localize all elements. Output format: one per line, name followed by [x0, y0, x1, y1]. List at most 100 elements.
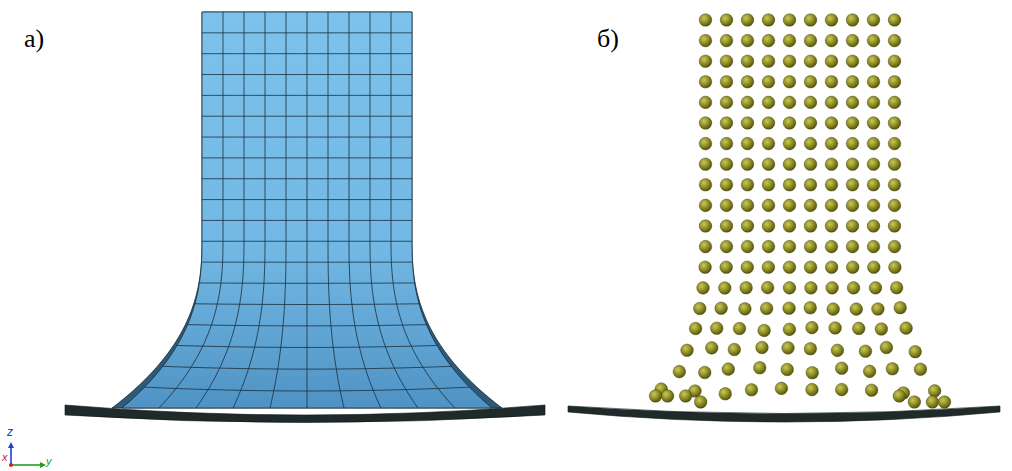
sph-particle: [914, 363, 927, 376]
sph-particle: [782, 342, 795, 355]
sph-particle: [846, 117, 859, 130]
sph-particle: [762, 34, 775, 47]
sph-particle: [783, 302, 796, 315]
sph-particle: [900, 322, 913, 335]
sph-particle: [804, 158, 817, 171]
axis-triad: [8, 442, 46, 468]
mesh-line: [159, 12, 223, 408]
sph-particle: [859, 345, 872, 358]
sph-particle: [699, 137, 712, 150]
sph-particle: [888, 137, 901, 150]
sph-particle: [867, 55, 880, 68]
sph-particle: [699, 199, 712, 212]
sph-particle: [865, 384, 878, 397]
sph-particle: [783, 323, 796, 336]
sph-particle: [846, 158, 859, 171]
sph-particle: [719, 282, 732, 295]
sph-particle: [846, 261, 859, 274]
sph-particle: [762, 158, 775, 171]
sph-particle: [673, 365, 686, 378]
sph-particle: [846, 220, 859, 233]
sph-particle: [825, 76, 838, 89]
particle-panel: [568, 14, 1000, 422]
target-plate: [65, 405, 545, 423]
sph-particle: [867, 96, 880, 109]
sph-particle: [762, 137, 775, 150]
sph-particle: [825, 220, 838, 233]
sph-particle: [825, 14, 838, 27]
sph-particle: [804, 96, 817, 109]
sph-particle: [720, 76, 733, 89]
sph-particle: [835, 383, 848, 396]
sph-particle: [699, 55, 712, 68]
sph-particle: [888, 55, 901, 68]
sph-particle: [719, 388, 732, 401]
sph-particle: [846, 96, 859, 109]
sph-particle: [846, 55, 859, 68]
sph-particle: [783, 76, 796, 89]
sph-particle: [728, 343, 741, 356]
sph-particle: [694, 396, 707, 409]
sph-particle: [760, 302, 773, 315]
mesh-line: [328, 12, 344, 408]
sph-particle: [698, 366, 711, 379]
sph-particle: [783, 14, 796, 27]
target-plate: [568, 406, 1000, 422]
sph-particle: [783, 34, 796, 47]
mesh-line: [202, 199, 412, 200]
sph-particle: [806, 366, 819, 379]
mesh-line: [202, 74, 412, 75]
sph-particle: [890, 281, 903, 294]
sph-particle: [661, 390, 674, 403]
mesh-line: [202, 116, 412, 117]
sph-particle: [846, 137, 859, 150]
sph-particle: [720, 117, 733, 130]
sph-particle: [893, 390, 906, 403]
sph-particle: [761, 281, 774, 294]
z-axis: [10, 446, 12, 465]
z-axis-head: [8, 442, 14, 448]
sph-particle: [846, 240, 859, 253]
y-axis-head: [40, 462, 46, 468]
sph-particle: [908, 396, 921, 409]
x-axis: [9, 463, 13, 467]
sph-particle: [720, 55, 733, 68]
sph-particle: [783, 261, 796, 274]
sph-particle: [928, 385, 941, 398]
sph-particle: [888, 220, 901, 233]
sph-particle: [846, 14, 859, 27]
sph-particle: [699, 14, 712, 27]
mesh-line: [202, 178, 412, 179]
mesh-line: [177, 345, 437, 347]
sph-particle: [867, 117, 880, 130]
mesh-line: [202, 220, 412, 221]
sph-particle: [649, 390, 662, 403]
sph-particle: [745, 383, 758, 396]
mesh-line: [202, 32, 412, 33]
sph-particle: [804, 55, 817, 68]
sph-particle: [741, 34, 754, 47]
sph-particle: [741, 14, 754, 27]
sph-particle: [888, 117, 901, 130]
mesh-line: [202, 137, 412, 138]
sph-particle: [846, 76, 859, 89]
mesh-line: [391, 12, 455, 408]
sph-particle: [888, 199, 901, 212]
sph-particle: [888, 76, 901, 89]
sph-particle: [825, 179, 838, 192]
sph-particle: [720, 96, 733, 109]
sph-particle: [699, 117, 712, 130]
sph-particle: [888, 96, 901, 109]
sph-particle: [804, 117, 817, 130]
sph-particle: [804, 179, 817, 192]
sph-particle: [846, 179, 859, 192]
sph-particle: [699, 158, 712, 171]
mesh-line: [196, 12, 244, 408]
sph-particle: [762, 14, 775, 27]
sph-particle: [762, 220, 775, 233]
sph-particle: [868, 261, 881, 274]
sph-particle: [741, 261, 754, 274]
mesh-line: [233, 12, 265, 408]
sph-particle: [740, 281, 753, 294]
